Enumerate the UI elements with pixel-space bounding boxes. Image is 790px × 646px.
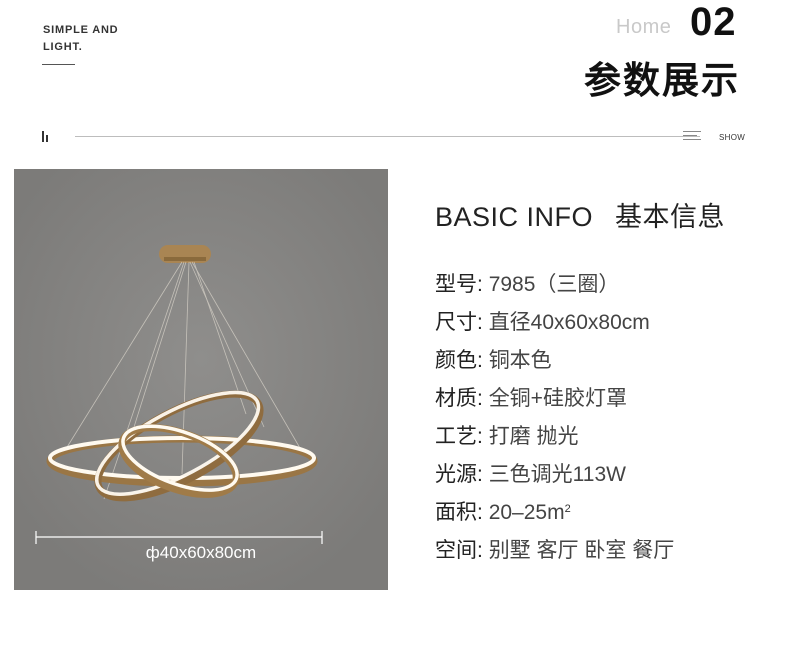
brand-tagline: SIMPLE AND LIGHT. <box>43 22 118 56</box>
spec-area: 面积: 20–25m2 <box>435 496 674 534</box>
spec-key: 型号: <box>435 273 483 296</box>
small-ring <box>118 424 240 498</box>
pause-icon <box>42 131 49 142</box>
basic-info-heading: BASIC INFO 基本信息 <box>435 195 725 234</box>
brand-underline <box>42 64 75 65</box>
medium-ring <box>94 390 264 502</box>
spec-value: 别墅 客厅 卧室 餐厅 <box>488 539 675 562</box>
home-label: Home <box>616 16 672 38</box>
spec-key: 面积: <box>435 501 483 524</box>
product-image: ф40x60x80cm <box>14 169 388 590</box>
spec-key: 材质: <box>435 387 483 410</box>
brand-tagline-line1: SIMPLE AND <box>43 24 119 36</box>
section-number: 02 <box>690 0 737 44</box>
spec-value: 20–25m <box>488 501 565 524</box>
divider-line <box>75 136 700 137</box>
basic-info-heading-en: BASIC INFO <box>435 202 594 232</box>
spec-craft: 工艺: 打磨 抛光 <box>435 420 674 458</box>
spec-value: 铜本色 <box>488 349 552 372</box>
spec-superscript: 2 <box>564 503 571 515</box>
spec-space: 空间: 别墅 客厅 卧室 餐厅 <box>435 534 674 572</box>
menu-icon <box>683 131 701 142</box>
chandelier-illustration <box>14 169 388 590</box>
spec-key: 尺寸: <box>435 311 483 334</box>
spec-light-source: 光源: 三色调光113W <box>435 458 674 496</box>
spec-color: 颜色: 铜本色 <box>435 344 674 382</box>
brand-tagline-line2: LIGHT. <box>43 41 83 53</box>
spec-value: 三色调光113W <box>488 463 626 486</box>
spec-key: 空间: <box>435 539 483 562</box>
spec-value: 打磨 抛光 <box>488 425 579 448</box>
spec-value: 全铜+硅胶灯罩 <box>488 387 627 410</box>
show-label: SHOW <box>719 133 746 142</box>
spec-model: 型号: 7985（三圈） <box>435 268 674 306</box>
section-title: 参数展示 <box>584 60 740 101</box>
spec-key: 颜色: <box>435 349 483 372</box>
spec-key: 工艺: <box>435 425 483 448</box>
dimension-label: ф40x60x80cm <box>145 543 257 562</box>
dimension-line <box>35 531 323 544</box>
spec-list: 型号: 7985（三圈） 尺寸: 直径40x60x80cm 颜色: 铜本色 材质… <box>435 268 674 572</box>
spec-value: 直径40x60x80cm <box>488 311 650 334</box>
spec-value: 7985（三圈） <box>488 273 620 296</box>
spec-size: 尺寸: 直径40x60x80cm <box>435 306 674 344</box>
spec-material: 材质: 全铜+硅胶灯罩 <box>435 382 674 420</box>
spec-key: 光源: <box>435 463 483 486</box>
basic-info-heading-cn: 基本信息 <box>615 202 726 232</box>
